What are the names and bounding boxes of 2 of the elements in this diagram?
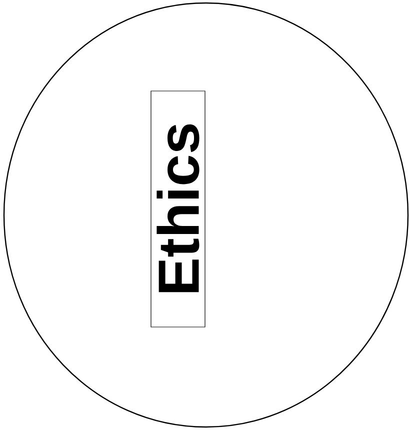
circle-outline	[3, 2, 409, 428]
label-box: Ethics	[150, 90, 206, 328]
